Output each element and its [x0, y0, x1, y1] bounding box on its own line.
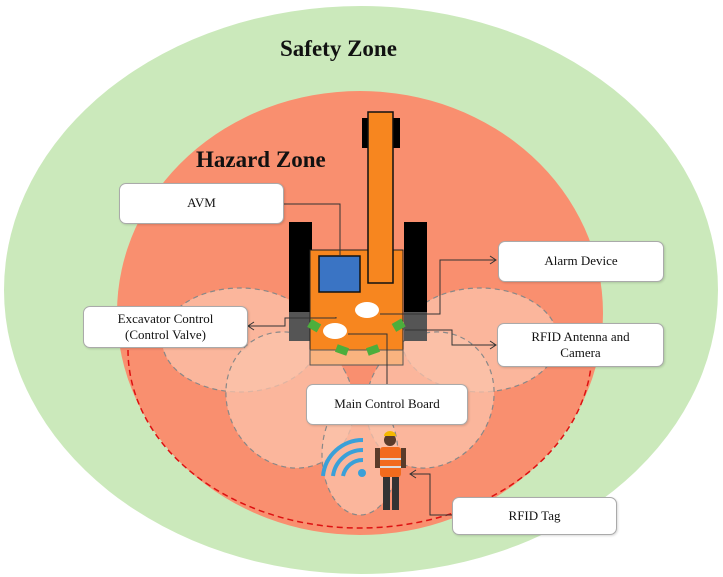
rfid-tag-text: RFID Tag — [508, 507, 561, 523]
alarm-device-label: Alarm Device — [498, 241, 664, 282]
main-board-marker — [323, 323, 347, 339]
safety-zone-title: Safety Zone — [280, 36, 397, 61]
rfid-antenna-label: RFID Antenna and Camera — [497, 323, 664, 367]
main-control-board-text: Main Control Board — [334, 396, 440, 412]
detection-lobes — [161, 287, 559, 516]
excavator-control-label: Excavator Control (Control Valve) — [83, 306, 248, 348]
boom — [367, 111, 394, 284]
avm-label: AVM — [119, 183, 284, 224]
worker-icon — [375, 431, 406, 510]
excavator-control-text-1: Excavator Control — [117, 310, 214, 326]
avm-screen — [318, 255, 361, 293]
alarm-device-text: Alarm Device — [544, 253, 618, 269]
excavator-control-text-2: (Control Valve) — [125, 327, 206, 342]
boundary-dashed-line — [127, 349, 593, 529]
rfid-antenna-text-2: Camera — [560, 345, 601, 360]
left-track — [289, 222, 312, 312]
main-control-board-label: Main Control Board — [306, 384, 468, 425]
right-track — [404, 222, 427, 312]
connector-lines — [247, 203, 497, 516]
rfid-antennas — [307, 318, 406, 356]
avm-text: AVM — [187, 195, 216, 211]
rfid-tag-label: RFID Tag — [452, 497, 617, 535]
hazard-zone-title: Hazard Zone — [196, 147, 326, 172]
rfid-antenna-text-1: RFID Antenna and — [531, 328, 630, 344]
wifi-signal-icon — [321, 437, 366, 477]
excavator — [289, 111, 427, 366]
alarm-device-marker — [355, 302, 379, 318]
